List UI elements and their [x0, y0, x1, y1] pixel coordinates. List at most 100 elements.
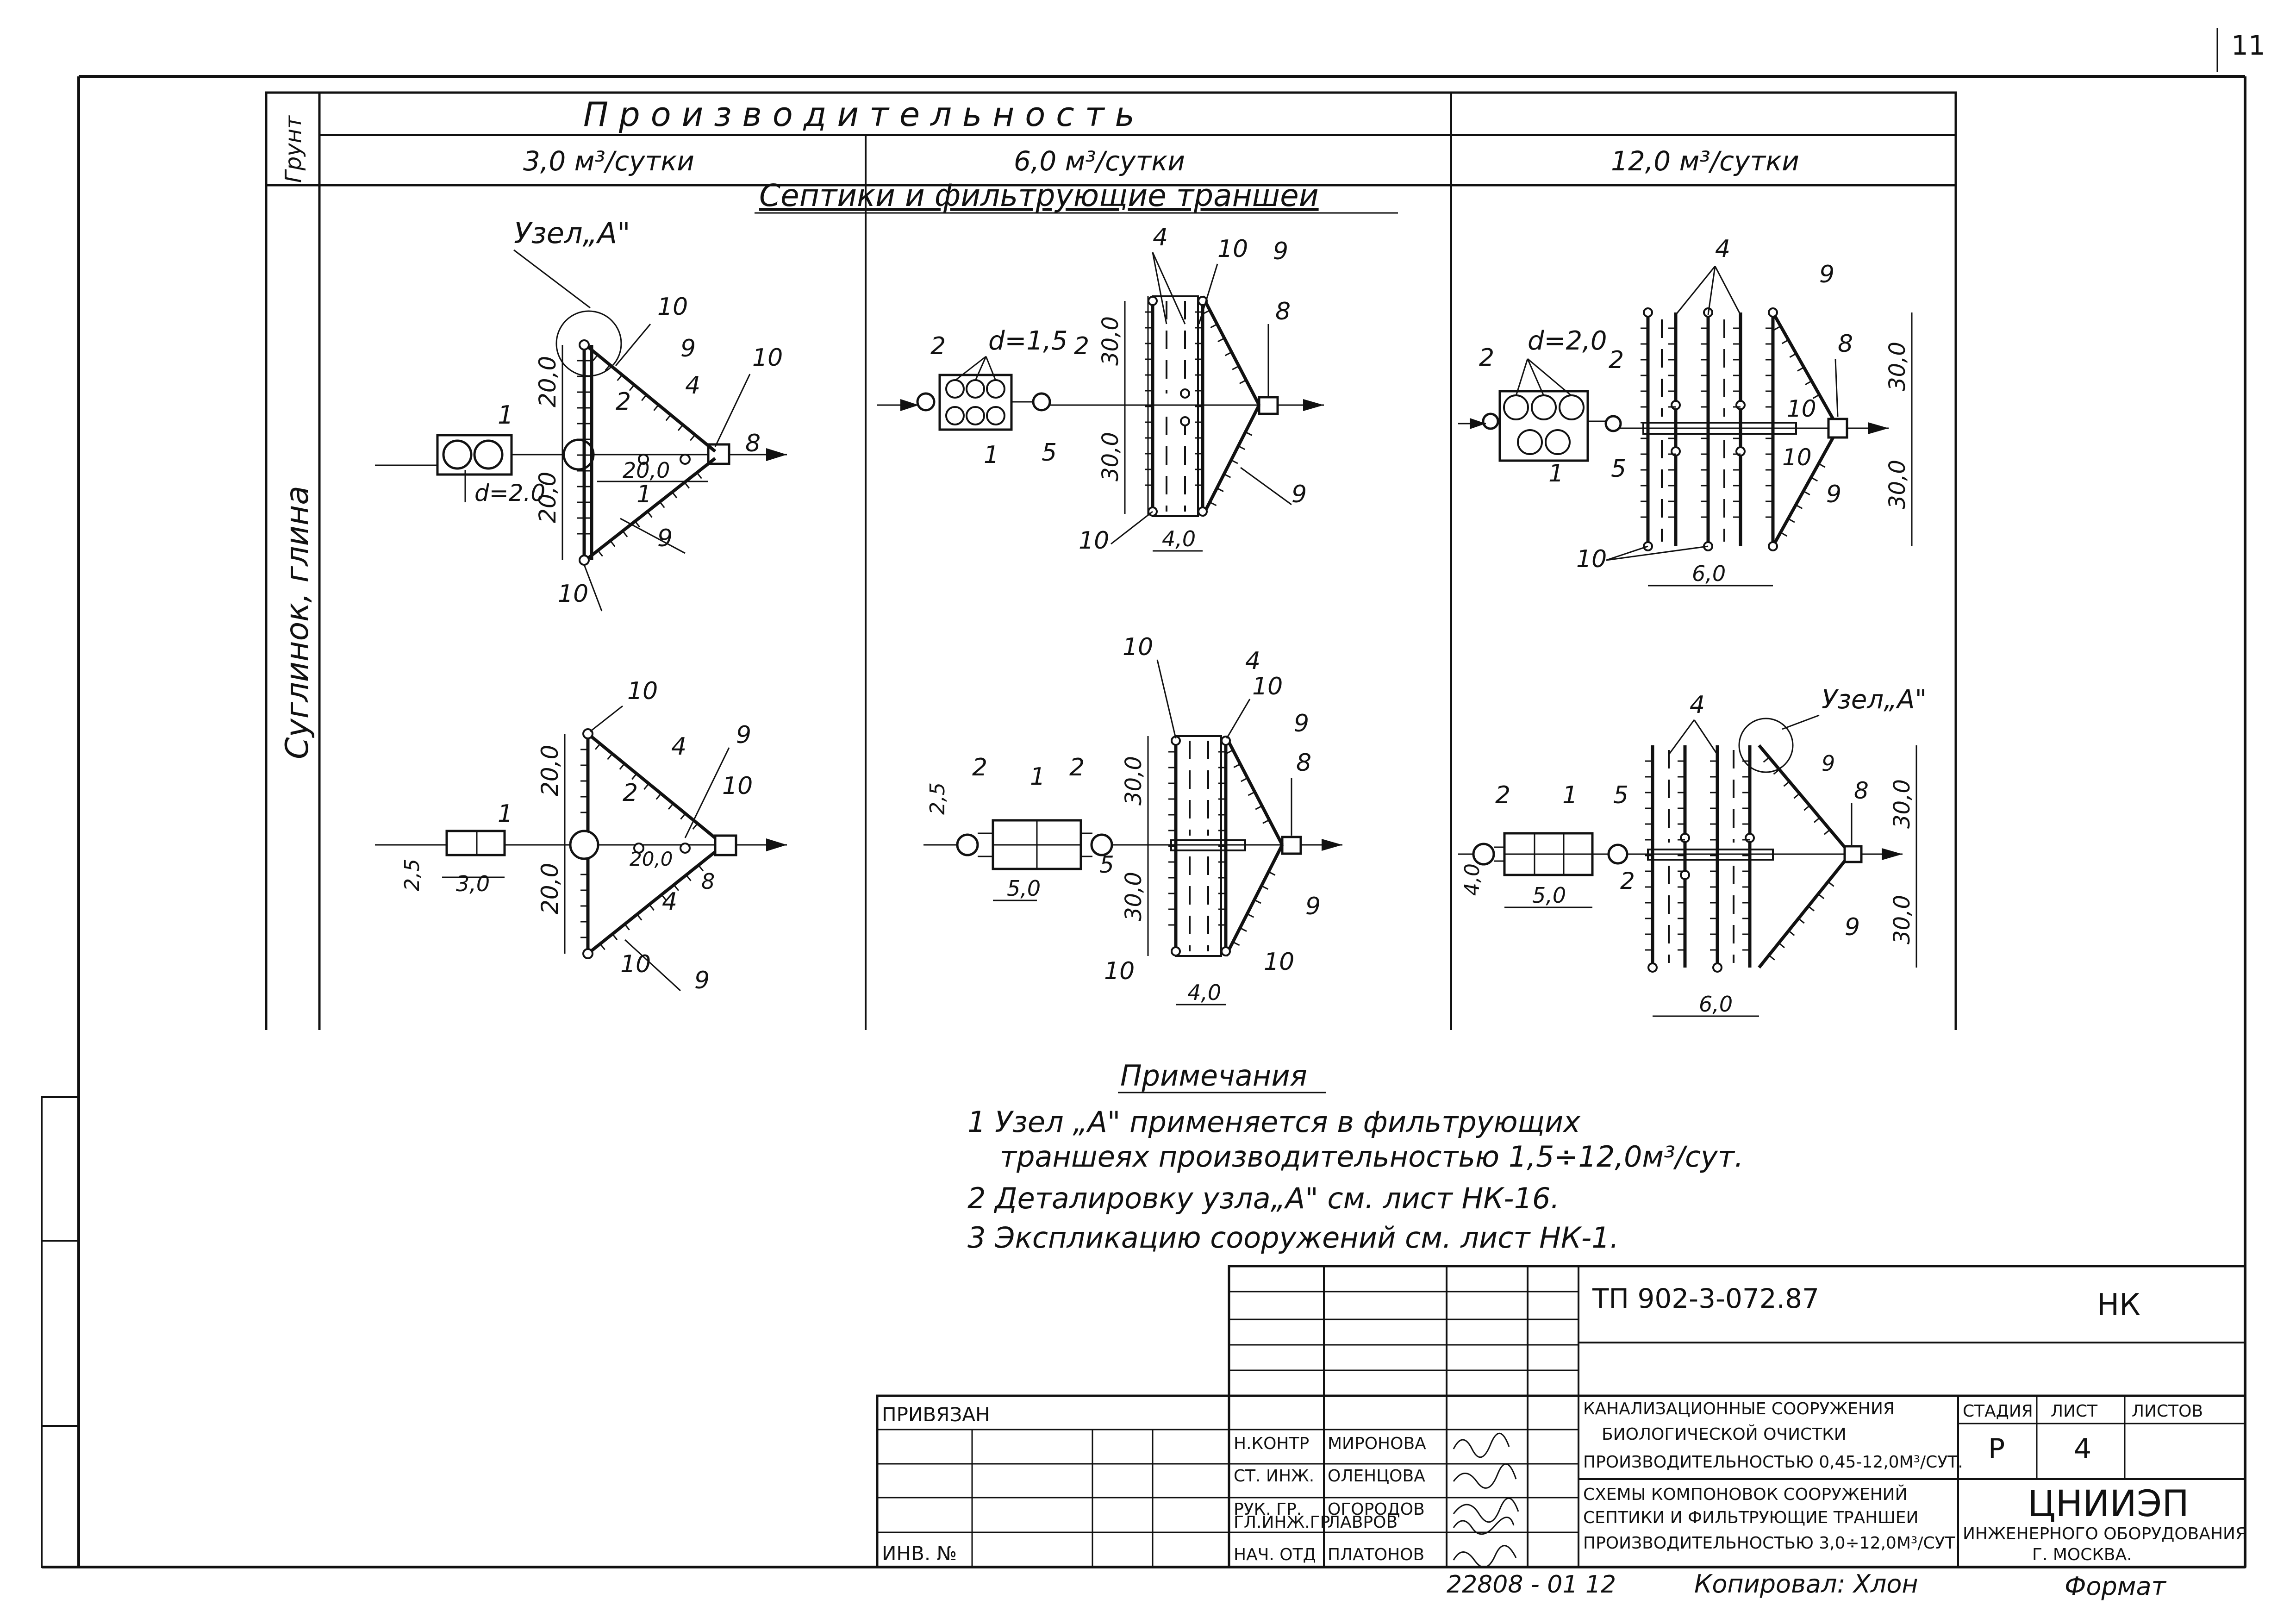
label-10-b: 10 [752, 344, 783, 372]
dim-30-a: 30,0 [1098, 316, 1123, 366]
diagram-6m3-bottom: 2 2,5 1 2 5,0 5 30,0 30,0 10 4 10 9 8 9 … [923, 633, 1342, 1006]
sheet-number: 11 [2231, 30, 2265, 61]
dim-25-b: 2,5 [926, 782, 949, 815]
trench-hatch-mark [659, 501, 665, 508]
trench-hatch-mark [1817, 893, 1825, 899]
label-10-o: 10 [1576, 545, 1607, 573]
dim-30-c: 30,0 [1121, 756, 1147, 806]
label-4-d: 4 [1153, 224, 1168, 251]
label-9-g: 9 [1294, 710, 1309, 737]
name-4: ЛАВРОВ [1328, 1513, 1398, 1532]
trench-hatch-mark [1268, 871, 1276, 876]
sheet-title-1: СХЕМЫ КОМПОНОВОК СООРУЖЕНИЙ [1583, 1485, 1908, 1504]
label-d15: d=1,5 [988, 326, 1068, 356]
trench-hatch-mark [1797, 367, 1804, 372]
trench-hatch-mark [686, 874, 692, 881]
label-9-a: 9 [680, 335, 696, 362]
label-5-d: 5 [1613, 781, 1628, 809]
label-9-d: 9 [694, 967, 710, 994]
note-3: 3 Экспликацию сооружений см. лист НК-1. [967, 1221, 1619, 1255]
notes: Примечания 1 Узел „А" применяется в филь… [967, 1059, 1744, 1255]
dim-30-e: 30,0 [1884, 342, 1910, 391]
dim-30-b: 30,0 [1098, 432, 1123, 481]
label-5-c: 5 [1611, 455, 1626, 483]
trench-hatch-mark [1226, 749, 1234, 754]
diagram-3m3-bottom: 1 3,0 2,5 20,0 20,0 20,0 10 4 9 2 10 8 4… [375, 677, 787, 994]
trench-hatch-mark [677, 424, 684, 431]
trench-hatch-mark [698, 864, 704, 872]
label-2-f: 2 [1069, 754, 1085, 781]
org-name: ЦНИИЭП [2028, 1483, 2189, 1525]
col-6m3: 6,0 м³/сутки [1014, 145, 1185, 177]
label-5-b: 5 [1099, 851, 1114, 878]
label-1-b: 1 [636, 481, 652, 508]
trench-hatch-mark [1828, 881, 1834, 887]
trench-hatch-mark [1810, 476, 1818, 482]
inv-no-label: ИНВ. № [882, 1542, 957, 1565]
trench-hatch-mark [1247, 913, 1254, 918]
org-city: Г. МОСКВА. [2032, 1545, 2132, 1564]
label-1-e: 1 [1030, 763, 1045, 791]
trench-hatch-mark [1778, 942, 1785, 949]
label-1-g: 1 [1562, 781, 1578, 809]
dim-40-a: 4,0 [1162, 526, 1196, 551]
trench-hatch-mark [1788, 518, 1795, 523]
label-2-a: 2 [616, 388, 631, 416]
label-d20: d=2,0 [1528, 326, 1607, 356]
label-2-e: 2 [972, 754, 987, 781]
label-4-a: 4 [685, 372, 700, 400]
ground-type: Суглинок, глина [279, 486, 316, 759]
label-10-c: 10 [558, 580, 588, 608]
dim-20-c: 20,0 [623, 458, 670, 483]
project-line-2: БИОЛОГИЧЕСКОЙ ОЧИСТКИ [1602, 1424, 1847, 1444]
label-10-e: 10 [722, 772, 753, 800]
label-1: 1 [498, 400, 513, 430]
project-line-1: КАНАЛИЗАЦИОННЫЕ СООРУЖЕНИЯ [1583, 1399, 1895, 1418]
dim-50-b: 5,0 [1532, 883, 1566, 908]
label-8-b: 8 [701, 869, 715, 894]
trench-hatch-mark [1232, 365, 1240, 370]
trench-hatch-mark [1238, 445, 1245, 450]
trench-hatch-mark [1774, 325, 1781, 331]
trench-hatch-mark [1814, 817, 1821, 823]
trench-hatch-mark [647, 511, 653, 518]
diagram-12m3-top: 2 d=2,0 2 1 5 4 9 8 10 10 9 30,0 30,0 10… [1458, 235, 1913, 587]
trench-hatch-mark [680, 813, 686, 820]
note-2: 2 Деталировку узла„А" см. лист НК-16. [967, 1181, 1560, 1215]
label-5-a: 5 [1042, 439, 1057, 467]
name-1: МИРОНОВА [1328, 1434, 1426, 1453]
trench-hatch-mark [1233, 763, 1241, 768]
trench-hatch-mark [597, 550, 603, 557]
trench-hatch-mark [655, 793, 662, 800]
role-4: ГЛ.ИНЖ.ГР [1234, 1513, 1330, 1532]
label-1-c: 1 [498, 800, 513, 828]
trench-hatch-mark [1803, 805, 1810, 811]
label-1-f: 1 [1548, 460, 1564, 487]
trench-hatch-mark [622, 531, 628, 537]
label-8-f: 8 [1854, 777, 1869, 804]
trench-hatch-mark [1203, 309, 1210, 314]
section-title: Септики и фильтрующие траншеи [759, 178, 1319, 213]
label-10-k: 10 [1104, 957, 1135, 985]
productivity-header: П р о и з в о д и т е л ь н о с т ь [583, 95, 1135, 134]
label-9-f: 9 [1292, 481, 1307, 508]
trench-hatch-mark [629, 384, 635, 391]
trench-hatch-mark [595, 743, 601, 750]
role-2: СТ. ИНЖ. [1234, 1467, 1314, 1486]
trench-hatch-mark [1254, 899, 1261, 904]
label-8-e: 8 [1838, 330, 1853, 358]
dim-40-b: 4,0 [1187, 980, 1221, 1005]
trench-hatch-mark [607, 753, 613, 760]
label-9-i: 9 [1819, 261, 1834, 288]
col-3m3: 3,0 м³/сутки [523, 145, 694, 177]
label-10-a: 10 [657, 293, 688, 321]
label-10-i: 10 [1123, 633, 1153, 661]
trench-hatch-mark [1223, 473, 1231, 478]
dim-3: 3,0 [456, 871, 490, 896]
label-9-l: 9 [1845, 913, 1860, 941]
trench-hatch-mark [1795, 504, 1803, 509]
trench-hatch-mark [1255, 805, 1263, 810]
trench-hatch-mark [692, 823, 698, 830]
trench-hatch-mark [1798, 918, 1805, 924]
dim-50-a: 5,0 [1007, 876, 1041, 901]
